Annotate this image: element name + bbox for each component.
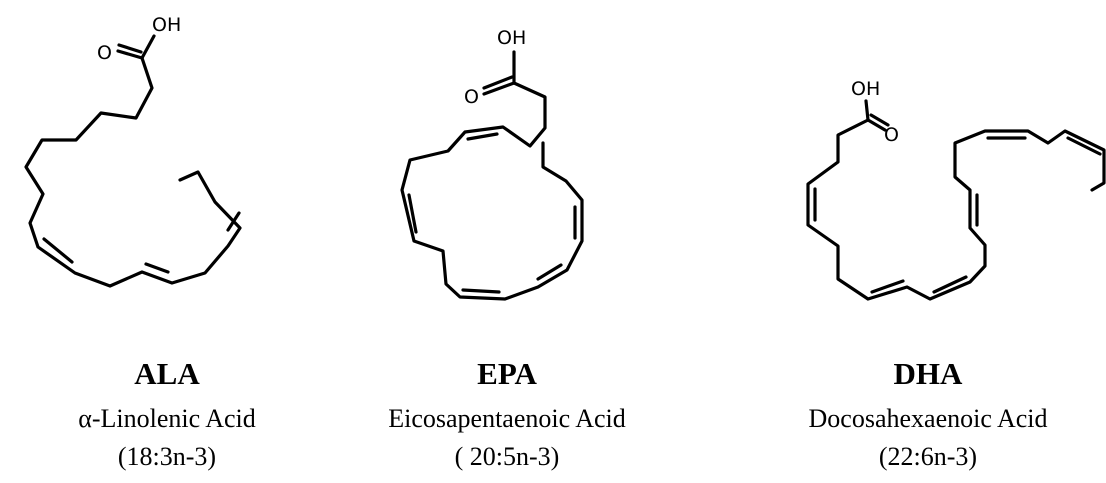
- epa-c-o-double-bond: [482, 81, 516, 96]
- ala-oh-label: OH: [152, 14, 181, 36]
- epa-abbreviation: EPA: [477, 356, 537, 391]
- ala-double-bond-1: [42, 237, 74, 264]
- molecule-structures: OH O OH O OH O: [24, 14, 1106, 301]
- ala-name: α-Linolenic Acid: [78, 404, 256, 433]
- epa-name: Eicosapentaenoic Acid: [388, 404, 626, 433]
- ala-formula: (18:3n-3): [117, 442, 217, 471]
- dha-double-bond-2: [870, 279, 905, 294]
- dha-c-o-double-bond-2: [869, 113, 890, 127]
- epa-oh-label: OH: [497, 27, 526, 49]
- dha-o-label: O: [884, 124, 899, 146]
- dha-carbon-chain: [806, 118, 1106, 301]
- dha-abbreviation: DHA: [893, 356, 963, 391]
- epa-o-label: O: [464, 86, 479, 108]
- dha-c-oh-bond: [864, 99, 870, 122]
- ala-double-bond-3: [226, 211, 241, 232]
- dha-name: Docosahexaenoic Acid: [808, 404, 1048, 433]
- epa-c-o-double-bond-2: [482, 75, 514, 90]
- ala-c-oh-bond: [140, 34, 156, 60]
- epa-double-bond-1: [466, 132, 499, 141]
- epa-double-bond-3: [461, 288, 501, 294]
- ala-abbreviation: ALA: [134, 356, 200, 391]
- ala-o-label: O: [97, 42, 112, 64]
- dha-double-bond-3: [932, 275, 968, 294]
- dha-oh-label: OH: [851, 78, 880, 100]
- epa-structure: OH O: [400, 27, 584, 301]
- epa-carbon-chain: [400, 81, 584, 301]
- ala-structure: OH O: [24, 14, 242, 288]
- dha-structure: OH O: [806, 78, 1106, 301]
- epa-formula: ( 20:5n-3): [454, 442, 560, 471]
- ala-c-o-double-bond-2: [117, 43, 143, 54]
- ala-carbon-chain: [24, 56, 242, 288]
- ala-c-o-double-bond: [116, 49, 144, 60]
- epa-double-bond-4: [536, 263, 563, 281]
- dha-formula: (22:6n-3): [878, 442, 978, 471]
- ala-double-bond-2: [144, 262, 170, 274]
- epa-double-bond-2: [407, 193, 418, 234]
- dha-double-bond-6: [1066, 136, 1102, 156]
- dha-c-o-double-bond: [866, 118, 887, 132]
